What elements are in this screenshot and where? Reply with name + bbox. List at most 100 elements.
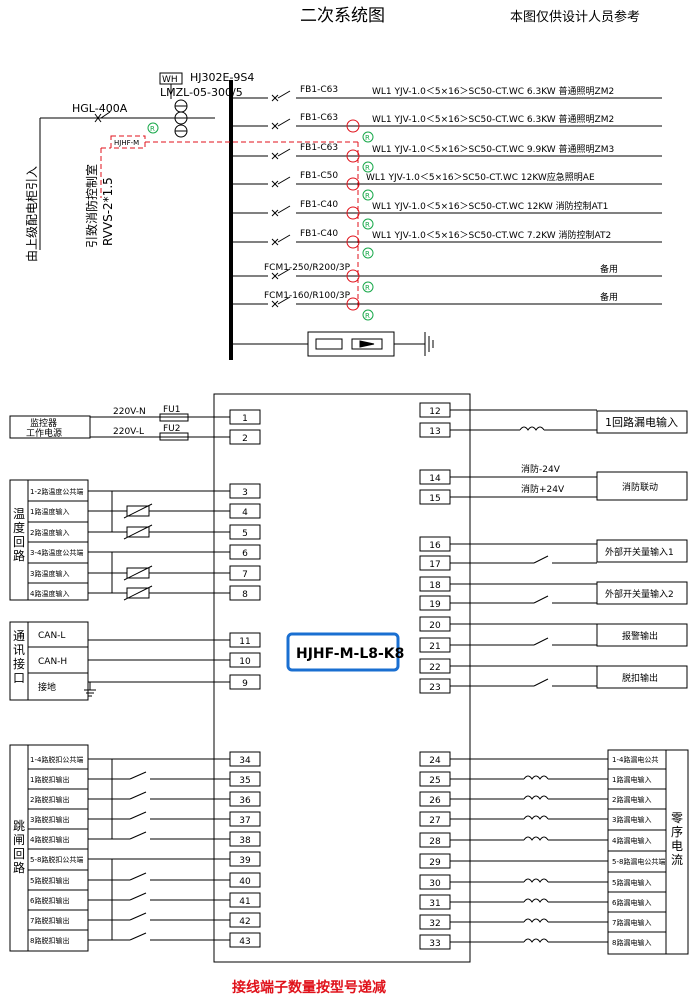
terminal-19: 19 [419,595,451,611]
svg-text:3: 3 [242,488,248,498]
svg-text:38: 38 [239,836,251,846]
terminal-13: 13 [419,422,451,438]
terminal-24: 24 [419,751,451,767]
ct-coil-icon [523,878,549,883]
terminal-18: 18 [419,576,451,592]
terminal-25: 25 [419,771,451,787]
terminal-22: 22 [419,658,451,674]
power-line2-label: 220V-L [113,427,144,437]
switch-contact-icon [533,595,549,604]
relay-contact-icon [129,892,147,901]
temp-item-label: 3路温度输入 [30,569,69,578]
ct-sensor-icon [346,149,360,163]
leakage-item-label: 6路漏电输入 [612,898,651,907]
r-sensor-mark: R [365,250,370,258]
feeder-desc-label: WL1 YJV-1.0＜5×16＞SC50-CT.WC 12KW 消防控制AT1 [372,200,608,212]
terminal-41: 41 [229,892,261,908]
power-box-line2: 工作电源 [26,427,62,439]
svg-text:30: 30 [429,879,441,889]
svg-text:4: 4 [242,508,248,518]
svg-text:8: 8 [242,590,248,600]
svg-text:33: 33 [429,939,440,949]
terminal-15: 15 [419,489,451,505]
relay-contact-icon [129,872,147,881]
leakage-item-label: 4路漏电输入 [612,836,651,845]
trip-group-label: 跳闸回路 [13,819,25,875]
ct-coil-icon [523,795,549,800]
ct-coil-icon [523,775,549,780]
terminal-43: 43 [229,932,261,948]
relay-contact-icon [129,811,147,820]
svg-text:26: 26 [429,796,441,806]
comm-group-label: 通讯接口 [13,629,25,685]
terminal-40: 40 [229,872,261,888]
terminal-32: 32 [419,914,451,930]
leakage-item-label: 1-4路漏电公共 [612,755,658,764]
ct-sensor-icon [346,177,360,191]
power-line1-label: 220V-N [113,407,146,417]
svg-text:10: 10 [239,657,251,667]
svg-text:13: 13 [429,427,440,437]
svg-text:23: 23 [429,683,440,693]
svg-text:14: 14 [429,474,441,484]
trip-out-box-label: 脱扣输出 [622,672,658,684]
terminal-2: 2 [229,429,261,445]
trip-item-label: 1路脱扣输出 [30,775,69,784]
fire-neg-label: 消防-24V [521,463,561,475]
svg-text:1: 1 [242,414,248,424]
terminal-21: 21 [419,637,451,653]
r-sensor-mark: R [365,284,370,292]
trip-item-label: 2路脱扣输出 [30,795,69,804]
ct-coil-icon [523,938,549,943]
svg-text:9: 9 [242,679,248,689]
leakage-item-label: 5路漏电输入 [612,878,651,887]
svg-text:28: 28 [429,837,441,847]
temp-item-label: 1-2路温度公共端 [30,487,83,496]
trip-item-label: 1-4路脱扣公共端 [30,755,83,764]
svg-text:41: 41 [239,897,250,907]
main-r-sensor-icon [147,122,159,134]
monitor-box-label: HJHF-M [114,139,139,147]
terminal-14: 14 [419,469,451,485]
r-sensor-mark: R [365,312,370,320]
alarm-box-label: 报警输出 [622,630,658,642]
power-box-line1: 监控器 [30,417,57,429]
trip-item-label: 7路脱扣输出 [30,916,69,925]
terminal-12: 12 [419,402,451,418]
feeder-desc-label: WL1 YJV-1.0＜5×16＞SC50-CT.WC 6.3KW 普通照明ZM… [372,113,614,125]
ct-coil-icon [523,898,549,903]
feeder-breaker-label: FCM1-250/R200/3P [264,263,351,273]
svg-text:20: 20 [429,621,441,631]
terminal-27: 27 [419,811,451,827]
fire-control-note: 引致消防控制室 [84,164,99,248]
feeder-desc-label: WL1 YJV-1.0＜5×16＞SC50-CT.WC 6.3KW 普通照明ZM… [372,85,614,97]
ct-sensor-icon [346,297,360,311]
temp-item-label: 4路温度输入 [30,589,69,598]
terminal-38: 38 [229,831,261,847]
footer-note: 接线端子数量按型号递减 [232,979,386,996]
ct-coil-icon [523,836,549,841]
feeder-breaker-label: FB1-C40 [300,229,338,239]
meter-model: HJ302E-9S4 [190,71,254,84]
svg-text:17: 17 [429,560,440,570]
incoming-label: 由上级配电柜引入 [25,166,39,262]
fuse2-label: FU2 [163,424,181,434]
terminal-28: 28 [419,832,451,848]
terminal-7: 7 [229,565,261,581]
terminal-36: 36 [229,791,261,807]
leakage-item-label: 8路漏电输入 [612,938,651,947]
switch-contact-icon [533,678,549,687]
terminal-4: 4 [229,503,261,519]
svg-text:31: 31 [429,899,440,909]
temp-item-label: 2路温度输入 [30,528,69,537]
terminal-34: 34 [229,751,261,767]
svg-text:5: 5 [242,529,248,539]
